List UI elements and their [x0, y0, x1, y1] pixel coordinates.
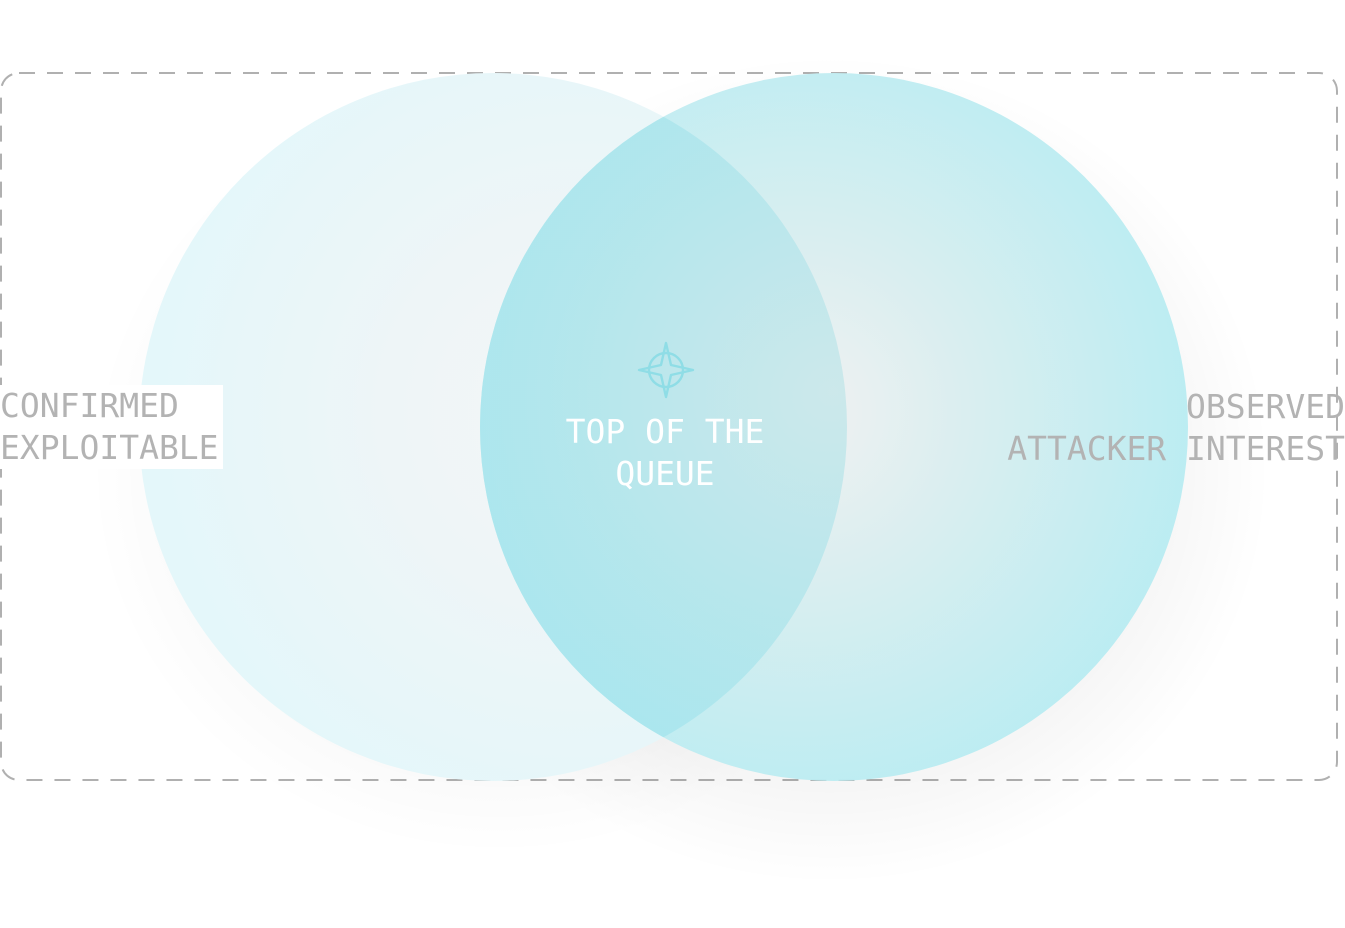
intersection-label-line-2: QUEUE [615, 454, 715, 493]
left-set-label-line-1: CONFIRMED [0, 386, 179, 425]
right-set-label: OBSERVED ATTACKER INTEREST [1007, 386, 1345, 470]
right-set-label-line-2: ATTACKER INTEREST [1007, 429, 1345, 468]
intersection-lens [480, 73, 847, 781]
left-set-label: CONFIRMED EXPLOITABLE [0, 385, 223, 469]
right-set-label-line-1: OBSERVED [1186, 387, 1345, 426]
left-set-label-line-2: EXPLOITABLE [0, 428, 219, 467]
crosshair-compass-icon [637, 341, 695, 399]
intersection-label-line-1: TOP OF THE [565, 412, 765, 451]
intersection-label: TOP OF THE QUEUE [565, 411, 765, 495]
